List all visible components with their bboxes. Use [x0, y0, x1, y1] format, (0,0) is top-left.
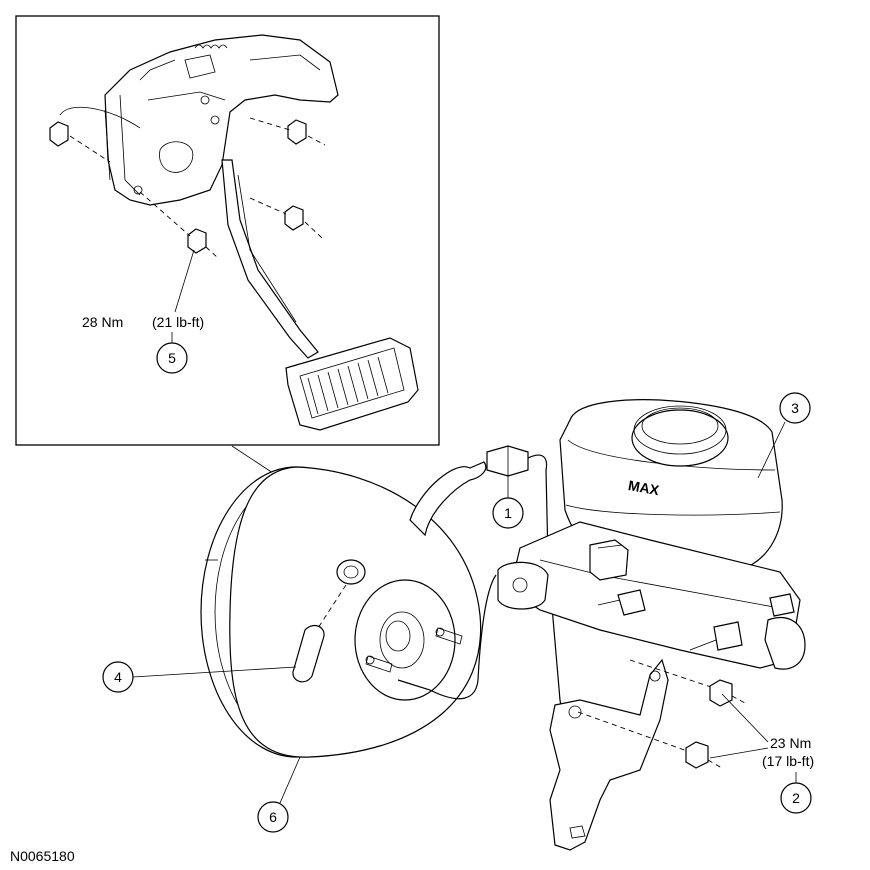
callout-5: 5 [156, 342, 188, 374]
brake-booster [200, 461, 487, 758]
pedal-torque-nm: 28 Nm [82, 314, 123, 330]
callout-4-leader [132, 666, 297, 678]
svg-text:2: 2 [792, 790, 800, 806]
brake-pedal-arm [221, 159, 319, 359]
svg-text:3: 3 [791, 400, 799, 416]
mc-torque-lbft: (17 lb-ft) [762, 753, 814, 769]
reservoir-marking: MAX [627, 477, 661, 498]
pedal-mount-nut [249, 197, 323, 239]
callout-2-leader-b [709, 747, 769, 759]
mc-torque-nm: 23 Nm [770, 735, 811, 751]
pedal-inset: 28 Nm (21 lb-ft) 5 [15, 15, 440, 446]
callout-6: 6 [257, 801, 289, 833]
brake-pedal-pad [285, 337, 419, 431]
svg-text:1: 1 [504, 505, 512, 521]
callout-2: 2 [780, 782, 812, 814]
master-cylinder-bracket [549, 658, 721, 851]
master-cylinder-nut [685, 741, 723, 769]
pedal-mount-nut [249, 117, 326, 146]
svg-text:6: 6 [269, 809, 277, 825]
pedal-mount-nut [49, 121, 111, 163]
callout-2-leader-a [721, 693, 769, 743]
callout-3-leader [757, 421, 786, 479]
master-cylinder-nut [709, 679, 746, 707]
callout-4: 4 [102, 661, 134, 693]
svg-text:4: 4 [114, 669, 122, 685]
figure-id: N0065180 [10, 848, 75, 864]
pedal-mount-nut [139, 191, 219, 259]
callout-5-leader [174, 249, 195, 313]
pedal-bracket [59, 34, 339, 206]
pedal-torque-lbft: (21 lb-ft) [152, 314, 204, 330]
callout-3: 3 [779, 392, 811, 424]
svg-text:5: 5 [168, 350, 176, 366]
master-cylinder: MAX [497, 399, 806, 670]
callout-1: 1 [492, 497, 524, 529]
callout-6-leader [279, 756, 301, 804]
